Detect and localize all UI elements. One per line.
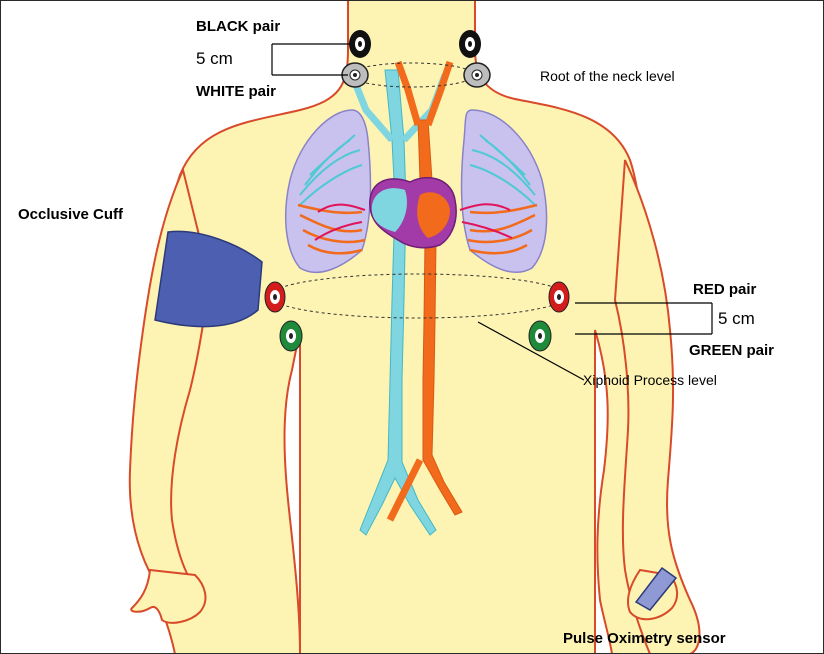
red-electrode-left xyxy=(265,282,285,312)
black-electrode-left xyxy=(349,30,371,58)
neck-level-label: Root of the neck level xyxy=(540,68,675,84)
pulse-oximetry-label: Pulse Oximetry sensor xyxy=(563,630,726,647)
white-electrode-right xyxy=(464,63,490,87)
green-pair-label: GREEN pair xyxy=(689,342,774,359)
xiphoid-level-label: Xiphoid Process level xyxy=(583,372,717,388)
upper-distance-label: 5 cm xyxy=(196,49,233,69)
black-electrode-right xyxy=(459,30,481,58)
green-electrode-left xyxy=(280,321,302,351)
lower-distance-label: 5 cm xyxy=(718,309,755,329)
white-pair-label: WHITE pair xyxy=(196,83,276,100)
black-pair-label: BLACK pair xyxy=(196,18,280,35)
green-electrode-right xyxy=(529,321,551,351)
occlusive-cuff-label: Occlusive Cuff xyxy=(18,206,123,223)
left-hand xyxy=(131,570,205,623)
red-electrode-right xyxy=(549,282,569,312)
red-pair-label: RED pair xyxy=(693,281,756,298)
upper-distance-bracket xyxy=(272,44,350,75)
